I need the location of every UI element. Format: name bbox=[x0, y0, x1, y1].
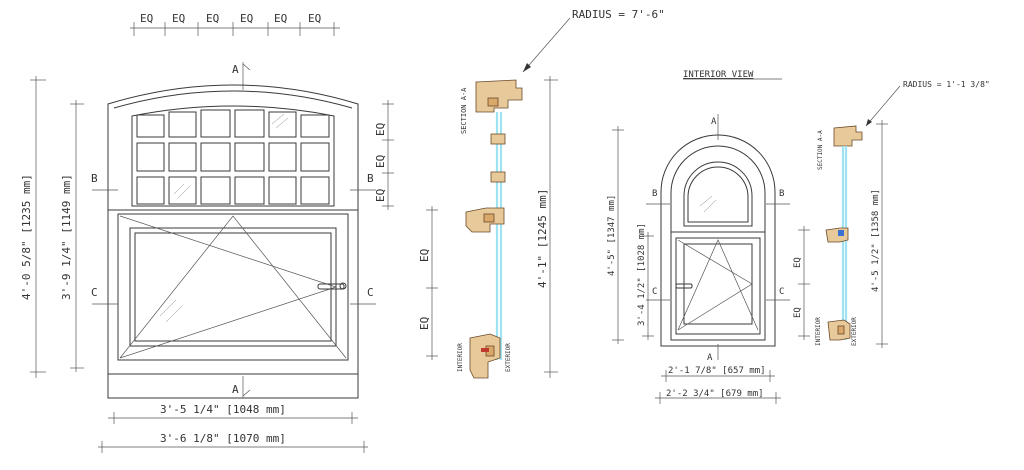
eq-v-1: EQ bbox=[374, 123, 387, 136]
exterior-label: EXTERIOR bbox=[505, 343, 512, 372]
eq-section-1: EQ bbox=[418, 249, 431, 262]
right-overall-width: 2'-2 3/4" [679 mm] bbox=[666, 389, 764, 399]
eq-v-2: EQ bbox=[374, 155, 387, 168]
eq-label-5: EQ bbox=[274, 12, 287, 25]
section-height: 4'-1" [1245 mm] bbox=[536, 189, 549, 288]
eq-v-3: EQ bbox=[374, 189, 387, 202]
lower-sash bbox=[117, 213, 349, 361]
cut-a-bottom: A bbox=[232, 383, 239, 396]
cut-b-left: B bbox=[91, 172, 98, 185]
right-overall-height: 4'-5" [1347 mm] bbox=[607, 195, 617, 276]
eq-label-2: EQ bbox=[172, 12, 185, 25]
left-overall-width: 3'-6 1/8" [1070 mm] bbox=[160, 432, 286, 445]
left-overall-height: 4'-0 5/8" [1235 mm] bbox=[20, 174, 33, 300]
cut-a-top: A bbox=[232, 63, 239, 76]
eq-section-2: EQ bbox=[418, 317, 431, 330]
radius-main: RADIUS = 7'-6" bbox=[572, 8, 665, 21]
r-cut-b-left: B bbox=[652, 189, 657, 199]
r-interior-label: INTERIOR bbox=[815, 317, 822, 346]
r-cut-a-bottom: A bbox=[707, 353, 713, 363]
r-cut-c-right: C bbox=[779, 287, 784, 297]
right-inner-height: 3'-4 1/2" [1028 mm] bbox=[637, 223, 647, 326]
right-section: RADIUS = 1'-1 3/8" SECTION A-A INTERIOR … bbox=[793, 80, 990, 348]
left-elevation: EQ EQ EQ EQ EQ EQ bbox=[20, 12, 394, 453]
r-cut-a-top: A bbox=[711, 117, 717, 127]
right-inner-width: 2'-1 7/8" [657 mm] bbox=[668, 366, 766, 376]
left-inner-height: 3'-9 1/4" [1149 mm] bbox=[60, 174, 73, 300]
r-section-aa-label: SECTION A-A bbox=[817, 130, 824, 170]
r-cut-b-right: B bbox=[779, 189, 784, 199]
r-exterior-label: EXTERIOR bbox=[851, 317, 858, 346]
eq-label-3: EQ bbox=[206, 12, 219, 25]
interior-label: INTERIOR bbox=[457, 343, 464, 372]
cut-b-right: B bbox=[367, 172, 374, 185]
sash-handle bbox=[317, 283, 345, 290]
right-eq-dimension: EQ EQ EQ bbox=[374, 100, 394, 210]
eq-label-6: EQ bbox=[308, 12, 321, 25]
eq-label-4: EQ bbox=[240, 12, 253, 25]
r-cut-c-left: C bbox=[652, 287, 657, 297]
right-elevation: INTERIOR VIEW A A B B C C 4'-5" [1347 mm… bbox=[607, 70, 790, 404]
outer-frame bbox=[107, 84, 359, 399]
eq-label-1: EQ bbox=[140, 12, 153, 25]
cut-c-left: C bbox=[91, 286, 98, 299]
section-aa-label: SECTION A-A bbox=[460, 87, 468, 134]
radius-small: RADIUS = 1'-1 3/8" bbox=[903, 80, 990, 89]
right-section-height: 4'-5 1/2" [1358 mm] bbox=[871, 189, 881, 292]
top-eq-dimension: EQ EQ EQ EQ EQ EQ bbox=[130, 12, 340, 36]
r-eq-1: EQ bbox=[793, 257, 803, 268]
arched-frame bbox=[660, 134, 776, 347]
left-inner-width: 3'-5 1/4" [1048 mm] bbox=[160, 403, 286, 416]
interior-view-title: INTERIOR VIEW bbox=[683, 70, 754, 80]
r-eq-2: EQ bbox=[793, 307, 803, 318]
cut-c-right: C bbox=[367, 286, 374, 299]
upper-grid bbox=[136, 109, 330, 205]
center-section: RADIUS = 7'-6" SECTION A-A INTERIOR EXTE… bbox=[418, 8, 665, 379]
